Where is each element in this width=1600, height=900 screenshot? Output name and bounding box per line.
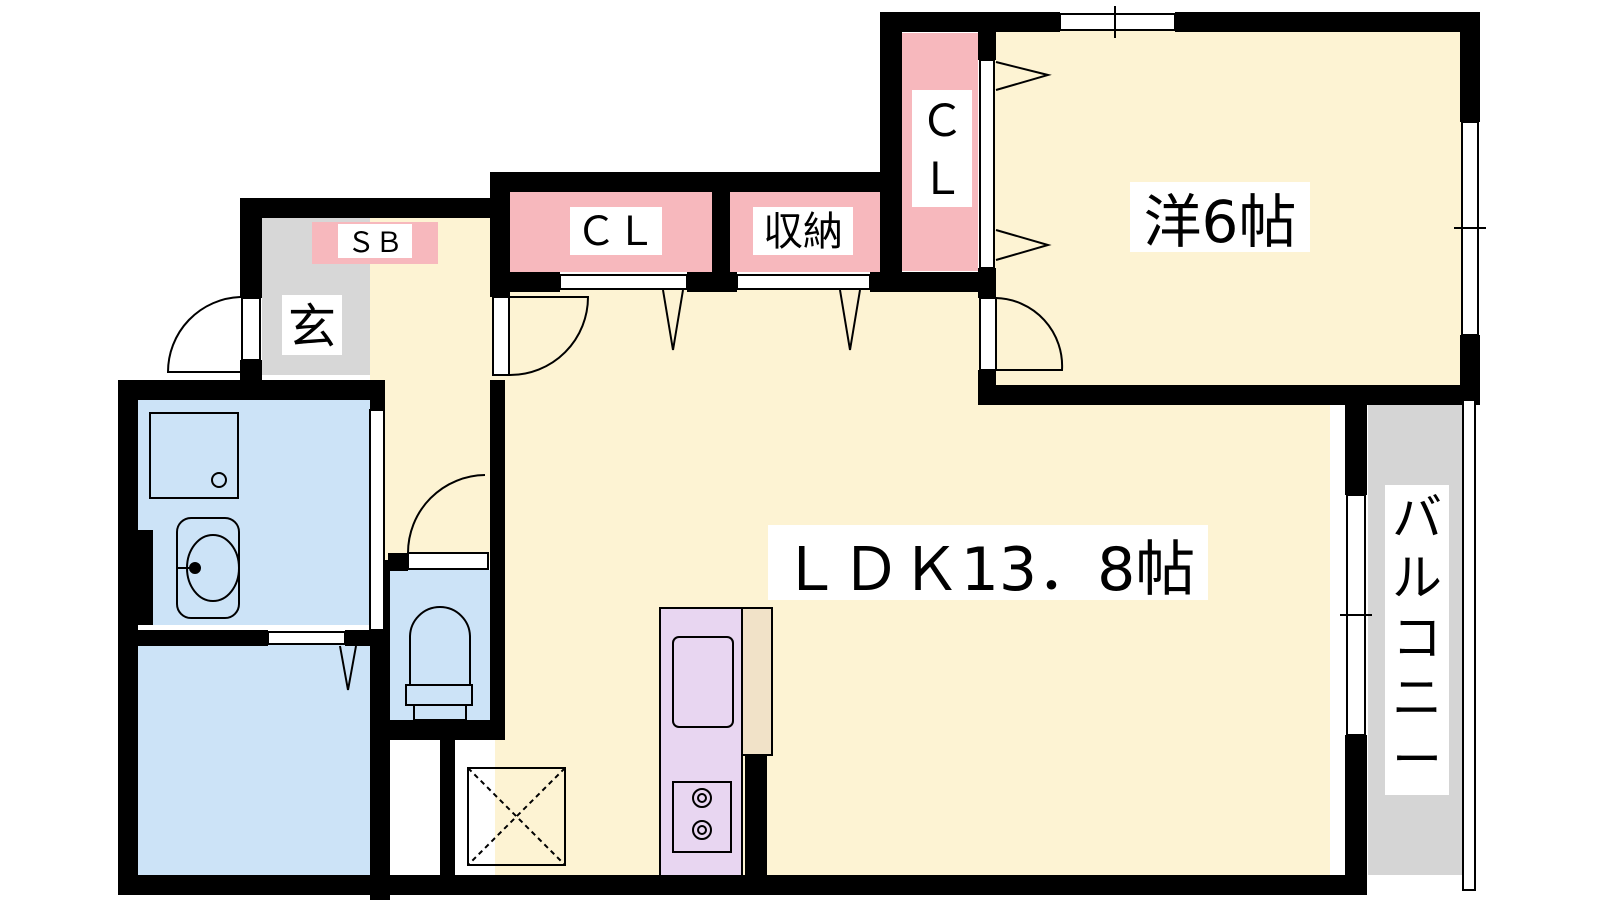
label-balcony-4: ニ	[1392, 669, 1442, 727]
door-ldk	[509, 296, 590, 376]
label-closet-mid: ＣＬ	[576, 209, 656, 255]
kitchen-side-counter	[741, 607, 773, 756]
label-entrance: 玄	[288, 299, 336, 355]
washing-machine	[149, 412, 239, 499]
label-balcony-3: コ	[1392, 609, 1442, 667]
door-entrance	[166, 296, 241, 373]
label-balcony-2: ル	[1392, 549, 1442, 607]
toilet	[409, 606, 471, 686]
hallway-floor	[370, 215, 495, 560]
label-closet-top-2: Ｌ	[920, 154, 964, 205]
kitchen-sink	[672, 636, 734, 728]
label-storage: 収納	[763, 209, 843, 255]
window-north	[1059, 13, 1176, 31]
door-toilet	[406, 474, 486, 554]
window-entrance-west	[241, 297, 261, 361]
fridge-space	[467, 767, 566, 866]
label-balcony-1: バ	[1392, 489, 1442, 547]
stove	[672, 781, 732, 853]
room-labels: 洋6帖 ＬＤＫ13．8帖 Ｃ Ｌ ＣＬ 収納 ＳＢ 玄 バ ル コ ニ ー	[282, 90, 1449, 795]
bathroom-floor	[138, 645, 370, 875]
window-wash	[369, 409, 385, 631]
label-western-room: 洋6帖	[1144, 188, 1297, 256]
windows	[241, 6, 1486, 736]
label-balcony-5: ー	[1392, 731, 1442, 789]
fixtures	[149, 412, 773, 877]
doors	[166, 59, 1064, 691]
label-shoe-box: ＳＢ	[347, 226, 403, 259]
label-ldk: ＬＤＫ13．8帖	[781, 535, 1196, 605]
door-western	[995, 297, 1064, 371]
label-closet-top-1: Ｃ	[920, 96, 964, 147]
floor-fills	[138, 30, 1470, 875]
walls	[118, 12, 1480, 900]
closet-low-floor	[385, 745, 440, 875]
